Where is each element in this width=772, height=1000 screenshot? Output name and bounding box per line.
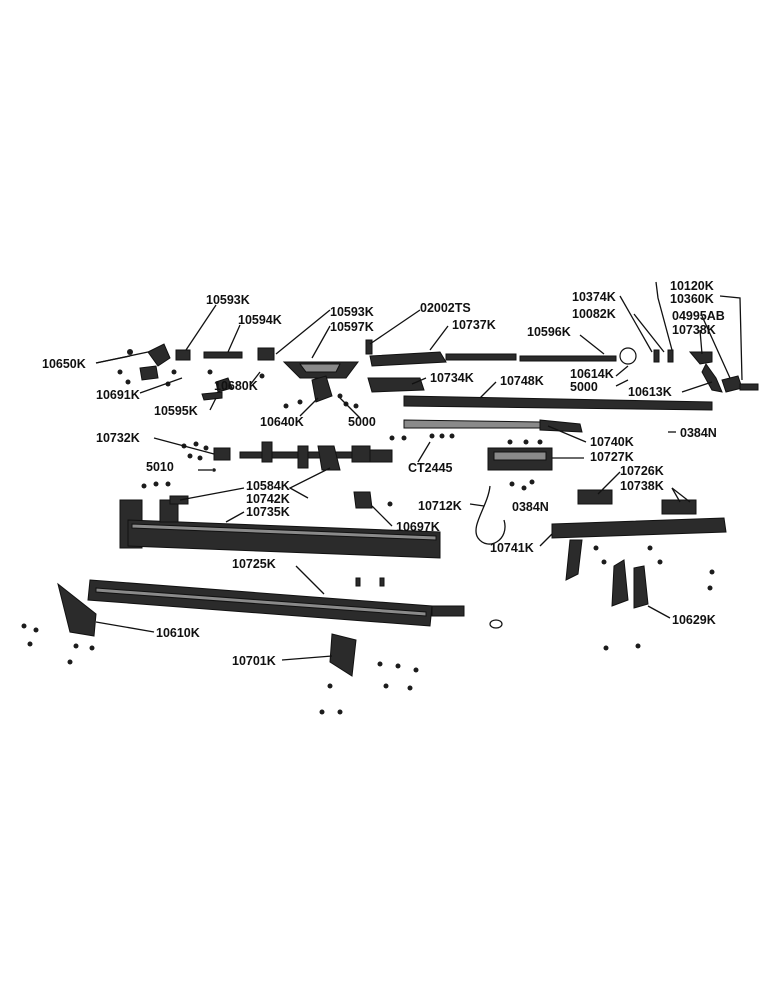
label-02002TS: 02002TS xyxy=(420,301,471,315)
center-mount-bracket xyxy=(429,433,553,471)
label-10597K: 10597K xyxy=(330,320,374,334)
label-10697K: 10697K xyxy=(396,520,440,534)
parts-illustration xyxy=(21,339,759,715)
label-10741K: 10741K xyxy=(490,541,534,555)
label-10740K: 10740K xyxy=(590,435,634,449)
label-0384N-right: 0384N xyxy=(680,426,717,440)
label-10629K: 10629K xyxy=(672,613,716,627)
label-10738K-top: 10738K xyxy=(672,323,716,337)
label-10593K-left: 10593K xyxy=(206,293,250,307)
label-10594K: 10594K xyxy=(238,313,282,327)
label-10082K: 10082K xyxy=(572,307,616,321)
right-upper-hardware xyxy=(653,349,759,393)
link-arm xyxy=(367,377,425,393)
label-04995AB: 04995AB xyxy=(672,309,725,323)
small-hardware-cluster xyxy=(181,441,231,472)
tine-bar xyxy=(551,489,727,651)
label-10640K: 10640K xyxy=(260,415,304,429)
label-10691K: 10691K xyxy=(96,388,140,402)
cable-and-clip xyxy=(353,479,535,545)
leader-lines xyxy=(95,281,743,661)
label-10712K: 10712K xyxy=(418,499,462,513)
long-tubes xyxy=(403,395,713,433)
label-0384N-bottom: 0384N xyxy=(512,500,549,514)
label-10748K: 10748K xyxy=(500,374,544,388)
label-10120K: 10120K xyxy=(670,279,714,293)
main-beam xyxy=(119,481,441,559)
part-labels: 10650K 10593K 10594K 10691K 10680K 10595… xyxy=(42,279,725,668)
label-10742K: 10742K xyxy=(246,492,290,506)
large-shaft xyxy=(87,577,503,629)
label-5010: 5010 xyxy=(146,460,174,474)
label-10738K-bottom: 10738K xyxy=(620,479,664,493)
center-bracket-plate xyxy=(282,361,359,409)
label-10584K: 10584K xyxy=(246,479,290,493)
label-10374K: 10374K xyxy=(572,290,616,304)
label-10596K: 10596K xyxy=(527,325,571,339)
label-10680K: 10680K xyxy=(214,379,258,393)
label-10360K: 10360K xyxy=(670,292,714,306)
label-5000-right: 5000 xyxy=(570,380,598,394)
left-end-bracket xyxy=(117,343,191,387)
label-10610K: 10610K xyxy=(156,626,200,640)
label-10734K: 10734K xyxy=(430,371,474,385)
label-10701K: 10701K xyxy=(232,654,276,668)
bottom-plate xyxy=(319,633,419,715)
label-10737K: 10737K xyxy=(452,318,496,332)
label-5000-left: 5000 xyxy=(348,415,376,429)
left-plate xyxy=(21,582,97,665)
label-10593K-center: 10593K xyxy=(330,305,374,319)
label-10650K: 10650K xyxy=(42,357,86,371)
label-10614K: 10614K xyxy=(570,367,614,381)
label-10735K: 10735K xyxy=(246,505,290,519)
label-10726K: 10726K xyxy=(620,464,664,478)
label-CT2445: CT2445 xyxy=(408,461,453,475)
label-10725K: 10725K xyxy=(232,557,276,571)
label-10727K: 10727K xyxy=(590,450,634,464)
upper-short-shaft xyxy=(201,347,275,401)
label-10732K: 10732K xyxy=(96,431,140,445)
label-10595K: 10595K xyxy=(154,404,198,418)
label-10613K: 10613K xyxy=(628,385,672,399)
crank-shaft-assembly xyxy=(239,435,407,471)
upper-long-shafts xyxy=(365,339,637,367)
